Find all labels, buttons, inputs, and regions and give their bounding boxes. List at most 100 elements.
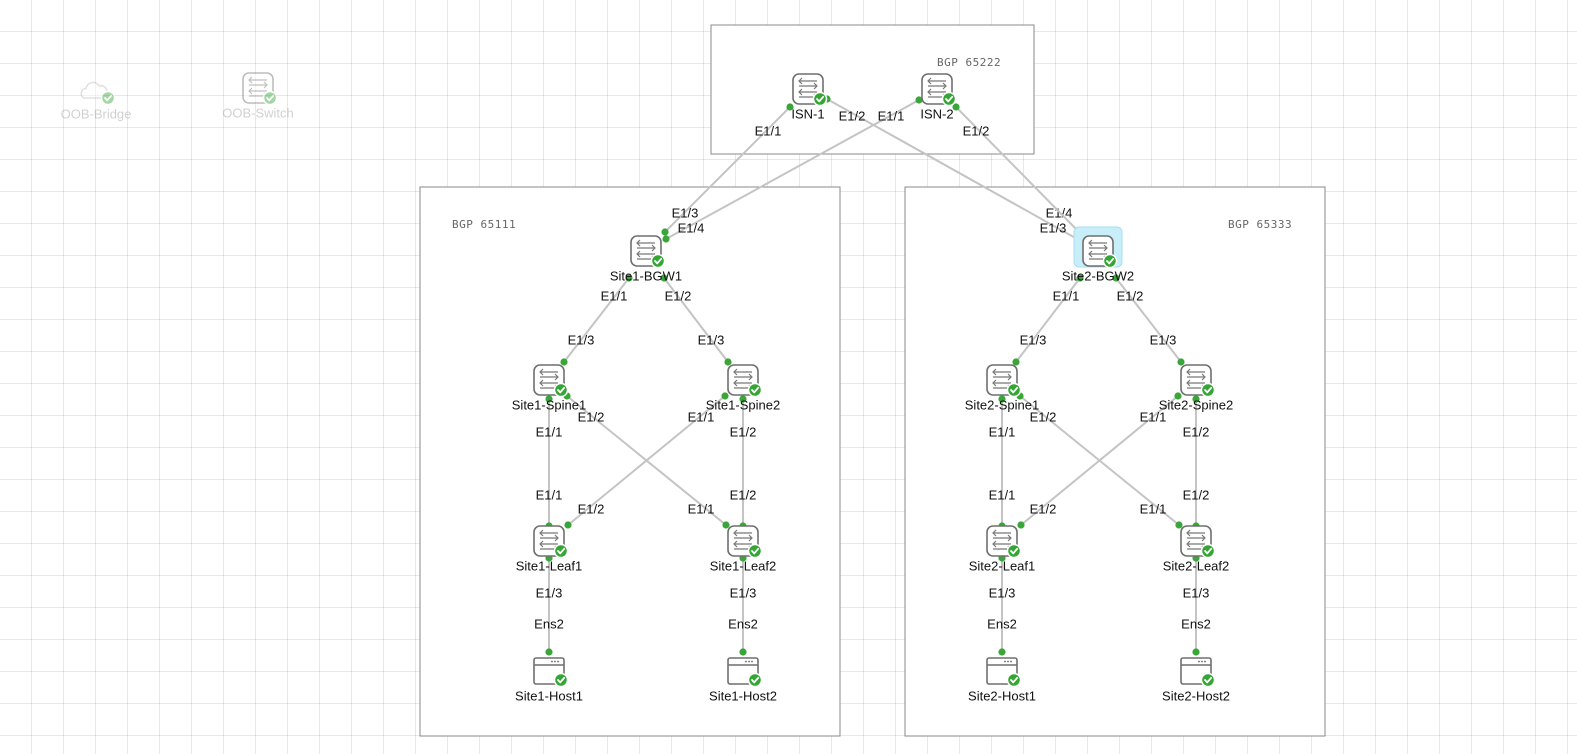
link-line[interactable] <box>826 98 1080 241</box>
port-label: E1/3 <box>536 585 563 600</box>
node-label: Site2-Host1 <box>968 688 1036 703</box>
link-s2spine2-s2leaf2[interactable]: E1/2E1/2 <box>1183 399 1210 526</box>
link-bgw2-s2spine2[interactable]: E1/2E1/3 <box>1115 277 1182 363</box>
status-ok-icon <box>747 543 763 559</box>
port-dot <box>625 274 633 282</box>
status-ok-icon <box>941 91 957 107</box>
link-line[interactable] <box>567 395 726 526</box>
node-site1-bgw1[interactable]: Site1-BGW1 <box>610 235 682 283</box>
port-dot <box>915 96 923 104</box>
node-site1-leaf2[interactable]: Site1-Leaf2 <box>710 525 777 573</box>
node-label: Site1-Leaf1 <box>516 558 583 573</box>
port-dot <box>721 392 729 400</box>
status-ok-icon <box>1200 382 1216 398</box>
node-label: ISN-1 <box>791 106 824 121</box>
link-line[interactable] <box>1115 277 1182 363</box>
node-site2-spine2[interactable]: Site2-Spine2 <box>1159 364 1233 412</box>
node-site1-host1[interactable]: Site1-Host1 <box>515 657 583 703</box>
node-isn-2[interactable]: ISN-2 <box>920 73 957 121</box>
port-label: E1/3 <box>698 332 725 347</box>
port-label: E1/2 <box>1183 424 1210 439</box>
status-ok-icon <box>553 543 569 559</box>
status-ok-icon <box>747 672 763 688</box>
port-dot <box>1112 274 1120 282</box>
node-site2-bgw2[interactable]: Site2-BGW2 <box>1062 226 1134 283</box>
node-site1-spine1[interactable]: Site1-Spine1 <box>512 364 586 412</box>
port-dot <box>786 103 794 111</box>
link-line[interactable] <box>664 106 791 233</box>
port-dot <box>545 395 553 403</box>
port-label: E1/1 <box>989 424 1016 439</box>
port-label: E1/3 <box>568 332 595 347</box>
node-site2-leaf2[interactable]: Site2-Leaf2 <box>1163 525 1230 573</box>
link-isn2-bgw2[interactable]: E1/2E1/3 <box>955 106 1080 235</box>
port-dot <box>998 648 1006 656</box>
port-label: E1/2 <box>578 501 605 516</box>
port-label: E1/1 <box>1140 501 1167 516</box>
link-bgw1-s1spine2[interactable]: E1/2E1/3 <box>663 277 729 363</box>
node-site2-host1[interactable]: Site2-Host1 <box>968 657 1036 703</box>
node-site1-host2[interactable]: Site1-Host2 <box>709 657 777 703</box>
link-line[interactable] <box>955 106 1080 233</box>
node-oob-bridge[interactable]: OOB-Bridge <box>61 81 132 121</box>
bgp-label: BGP 65333 <box>1228 218 1292 231</box>
port-dot <box>1192 395 1200 403</box>
cloud-icon <box>80 81 110 99</box>
link-bgw1-s1spine1[interactable]: E1/1E1/3 <box>563 277 630 363</box>
link-isn2-bgw1[interactable]: E1/1E1/4 <box>665 99 920 240</box>
link-s2spine2-s2leaf1[interactable]: E1/1 E1/2 <box>1020 395 1179 526</box>
port-dot <box>724 358 732 366</box>
port-label: E1/3 <box>1040 220 1067 235</box>
status-ok-icon <box>812 91 828 107</box>
node-oob-switch[interactable]: OOB-Switch <box>222 72 294 120</box>
node-site2-host2[interactable]: Site2-Host2 <box>1162 657 1230 703</box>
link-line[interactable] <box>1015 277 1081 363</box>
node-site1-leaf1[interactable]: Site1-Leaf1 <box>516 525 583 573</box>
node-site2-spine1[interactable]: Site2-Spine1 <box>965 364 1039 412</box>
link-bgw2-s2spine1[interactable]: E1/1E1/3 <box>1015 277 1081 363</box>
link-s1spine1-s1leaf2[interactable]: E1/2 E1/1 <box>566 395 727 526</box>
node-label: Site2-Host2 <box>1162 688 1230 703</box>
link-s1spine2-s1leaf2[interactable]: E1/2E1/2 <box>730 399 757 526</box>
port-label: E1/2 <box>730 487 757 502</box>
link-s2spine1-s2leaf1[interactable]: E1/1E1/1 <box>989 399 1016 526</box>
node-label: Site2-Leaf1 <box>969 558 1036 573</box>
status-ok-icon <box>1006 543 1022 559</box>
status-ok-icon <box>1102 253 1118 269</box>
node-isn-1[interactable]: ISN-1 <box>791 73 828 121</box>
port-label: E1/1 <box>688 409 715 424</box>
port-dot <box>560 358 568 366</box>
port-label: E1/1 <box>755 123 782 138</box>
link-line[interactable] <box>663 277 729 363</box>
node-label: Site1-Spine2 <box>706 397 780 412</box>
status-ok-icon <box>1006 382 1022 398</box>
node-site1-spine2[interactable]: Site1-Spine2 <box>706 364 780 412</box>
link-s1spine2-s1leaf1[interactable]: E1/1E1/2 <box>567 395 726 526</box>
link-s1spine1-s1leaf1[interactable]: E1/1E1/1 <box>536 399 563 526</box>
status-ok-icon <box>262 90 278 106</box>
node-label: Site1-BGW1 <box>610 268 682 283</box>
node-label: Site2-BGW2 <box>1062 268 1134 283</box>
port-dot <box>1192 648 1200 656</box>
port-label: E1/2 <box>963 123 990 138</box>
port-label: E1/2 <box>1183 487 1210 502</box>
link-isn1-bgw1[interactable]: E1/1E1/3 <box>664 106 791 233</box>
status-ok-icon <box>553 672 569 688</box>
bgp-label: BGP 65111 <box>452 218 516 231</box>
link-line[interactable] <box>665 99 920 240</box>
port-label: E1/2 <box>1030 501 1057 516</box>
node-site2-leaf1[interactable]: Site2-Leaf1 <box>969 525 1036 573</box>
link-line[interactable] <box>1020 395 1179 526</box>
switch-icon <box>242 72 274 104</box>
link-line[interactable] <box>563 277 630 363</box>
port-label: E1/3 <box>730 585 757 600</box>
port-label: E1/1 <box>688 501 715 516</box>
status-ok-icon <box>1006 672 1022 688</box>
port-dot <box>952 103 960 111</box>
status-ok-icon <box>747 382 763 398</box>
